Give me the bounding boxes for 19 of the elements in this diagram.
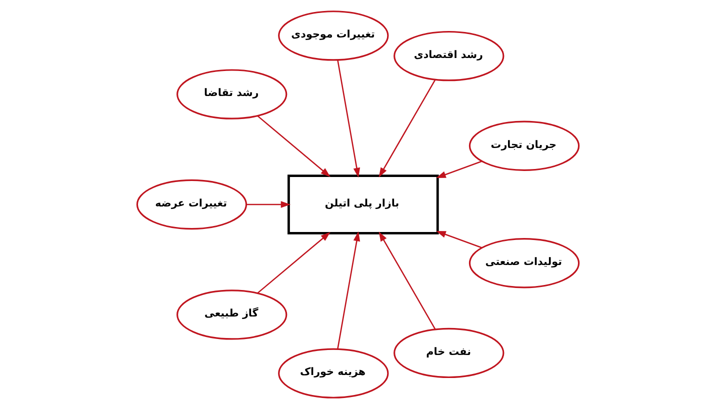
arrow bbox=[436, 160, 482, 178]
node-ellipse: جریان تجارت bbox=[468, 120, 580, 171]
arrow bbox=[257, 115, 330, 177]
node-box: بازار پلی اتیلن bbox=[288, 174, 439, 234]
arrow bbox=[257, 232, 330, 294]
node-ellipse: تغییرات موجودی bbox=[278, 10, 389, 61]
arrow bbox=[378, 79, 436, 178]
arrow bbox=[337, 60, 360, 178]
arrow bbox=[337, 231, 360, 349]
arrow bbox=[436, 231, 482, 248]
arrow bbox=[246, 201, 291, 208]
node-ellipse: رشد اقتصادی bbox=[394, 30, 504, 82]
node-ellipse: تغییرات عرضه bbox=[136, 179, 248, 230]
node-ellipse: تولیدات صنعتی bbox=[468, 238, 580, 288]
node-ellipse: رشد تقاضا bbox=[176, 69, 288, 120]
node-ellipse: گاز طبیعی bbox=[176, 290, 288, 340]
node-ellipse: هزینه خوراک bbox=[278, 348, 389, 398]
node-ellipse: نفت خام bbox=[394, 328, 504, 378]
arrow bbox=[378, 232, 436, 330]
